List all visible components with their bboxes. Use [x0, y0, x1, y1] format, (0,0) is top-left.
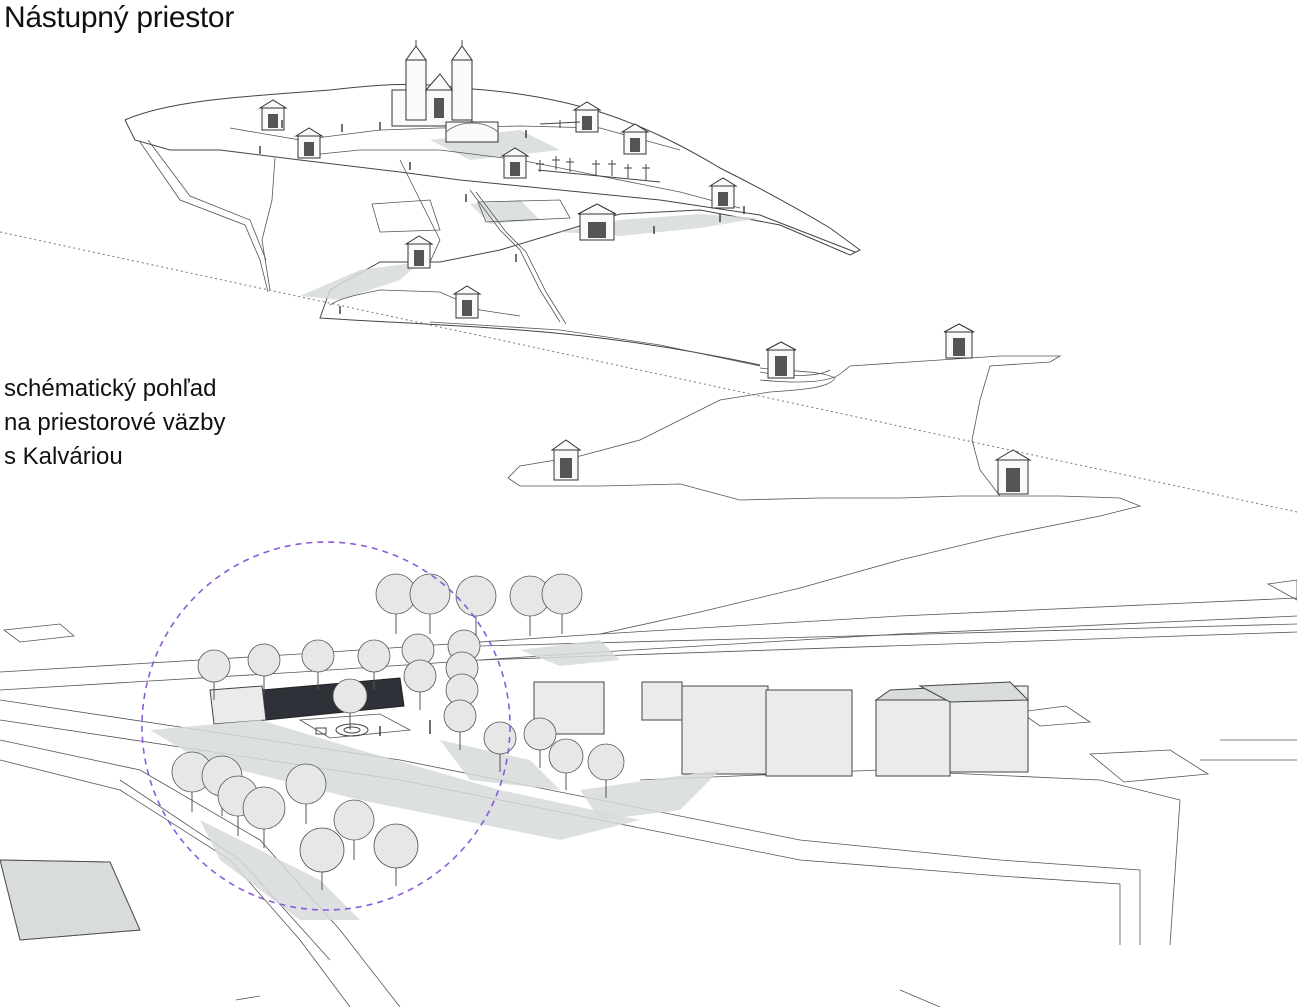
shadows [150, 640, 720, 920]
hill-paths [229, 125, 1142, 635]
caption: schématický pohľad na priestorové väzby … [4, 372, 225, 474]
caption-line-3: s Kalváriou [4, 443, 123, 470]
tree-icon [171, 573, 625, 890]
plaza-details [315, 720, 431, 737]
buildings [209, 677, 1030, 777]
caption-line-2: na priestorové väzby [4, 409, 226, 436]
page-title: Nástupný priestor [4, 1, 235, 34]
church-icon [391, 40, 499, 143]
section-line [0, 231, 1297, 513]
cemetery [536, 120, 661, 183]
caption-line-1: schématický pohľad [4, 375, 217, 402]
bottom-edge [235, 989, 941, 1007]
dashed-circle [141, 541, 511, 911]
building-plots [0, 623, 1210, 941]
chapel-icon [258, 99, 1032, 495]
people [259, 120, 745, 314]
